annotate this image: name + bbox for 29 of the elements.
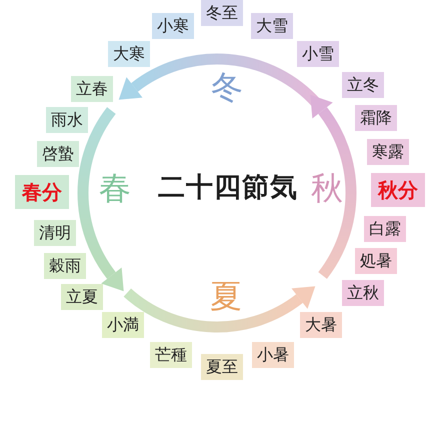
- season-label: 秋: [311, 170, 343, 206]
- solar-term-box: 小寒: [152, 13, 194, 39]
- solar-term-box: 大寒: [108, 41, 150, 67]
- solar-term-box: 処暑: [355, 248, 397, 274]
- solar-term-box: 大雪: [251, 13, 293, 39]
- solar-term-box: 冬至: [201, 0, 243, 26]
- solar-term-box: 芒種: [150, 342, 192, 368]
- solar-term-box: 穀雨: [44, 253, 86, 279]
- season-label: 夏: [210, 278, 242, 314]
- solar-term-box: 清明: [34, 220, 76, 246]
- solar-term-box: 小暑: [252, 342, 294, 368]
- diagram-title: 二十四節気: [158, 171, 298, 205]
- solar-term-box: 春分: [15, 175, 69, 209]
- season-label: 冬: [211, 69, 243, 105]
- solar-term-box: 立春: [71, 76, 113, 102]
- solar-term-box: 雨水: [46, 107, 88, 133]
- solar-term-box: 啓蟄: [37, 141, 79, 167]
- solar-term-box: 小満: [102, 312, 144, 338]
- solar-term-box: 立秋: [342, 280, 384, 306]
- solar-term-box: 夏至: [201, 354, 243, 380]
- solar-term-box: 寒露: [367, 139, 409, 165]
- season-label: 春: [99, 170, 131, 206]
- solar-term-box: 霜降: [355, 105, 397, 131]
- solar-term-box: 立冬: [342, 72, 384, 98]
- solar-term-box: 立夏: [61, 284, 103, 310]
- solar-term-box: 白露: [364, 216, 406, 242]
- solar-term-box: 秋分: [371, 173, 425, 207]
- solar-term-box: 大暑: [300, 312, 342, 338]
- solar-term-box: 小雪: [297, 41, 339, 67]
